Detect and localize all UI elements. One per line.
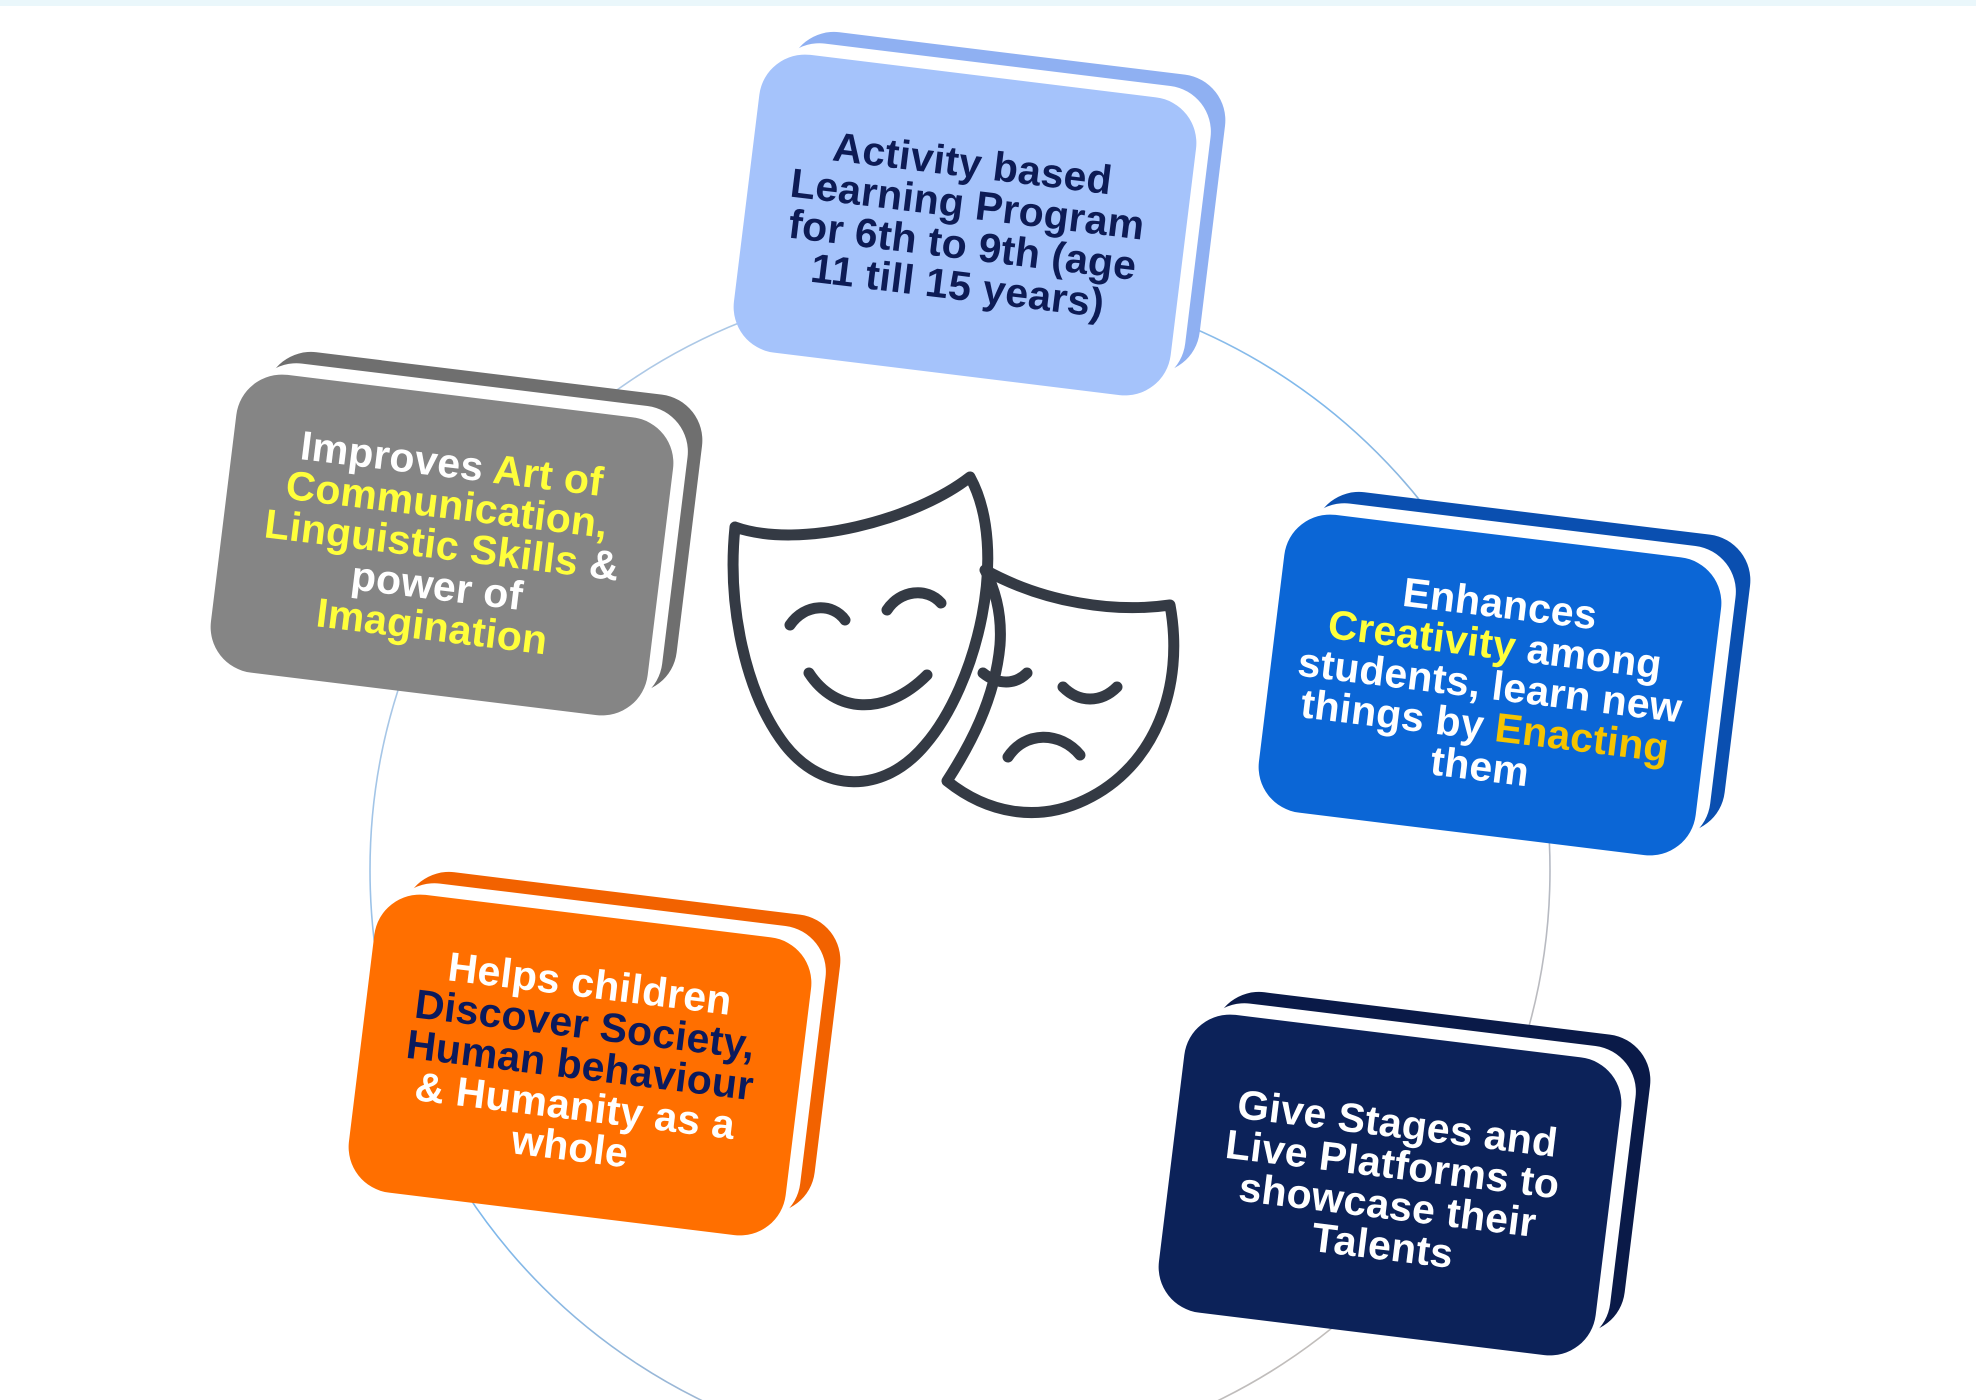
sad-mask-frown [1002, 731, 1086, 763]
happy-mask-right-eye [881, 587, 947, 616]
theater-masks-icon [727, 471, 1180, 819]
card-stages-platforms: Give Stages and Live Platforms to showca… [1153, 986, 1656, 1361]
top-border-strip [0, 0, 1976, 6]
card-text: Helps children Discover Society, Human b… [375, 940, 785, 1191]
card-discover-society: Helps children Discover Society, Human b… [343, 866, 846, 1241]
card-face: Activity based Learning Program for 6th … [728, 49, 1202, 401]
card-art-of-communication: Improves Art of Communication, Linguisti… [205, 346, 708, 721]
card-face: Give Stages and Live Platforms to showca… [1153, 1009, 1627, 1361]
sad-mask-outline [941, 564, 1180, 819]
sad-mask-right-eye [1057, 681, 1123, 705]
card-text-segment: Activity based Learning Program for 6th … [786, 123, 1148, 327]
card-enhances-creativity: Enhances Creativity among students, lear… [1253, 486, 1756, 861]
card-text-segment: Give Stages and Live Platforms to showca… [1222, 1081, 1563, 1278]
sad-mask-left-eye [977, 667, 1033, 688]
card-text: Improves Art of Communication, Linguisti… [237, 420, 647, 671]
happy-mask-outline [727, 471, 994, 788]
happy-mask-left-eye [784, 602, 851, 631]
happy-mask-smile [803, 667, 933, 711]
card-face: Improves Art of Communication, Linguisti… [205, 369, 679, 721]
card-text: Enhances Creativity among students, lear… [1285, 560, 1695, 811]
card-face: Enhances Creativity among students, lear… [1253, 509, 1727, 861]
card-face: Helps children Discover Society, Human b… [343, 889, 817, 1241]
card-activity-learning: Activity based Learning Program for 6th … [728, 26, 1231, 401]
card-text: Give Stages and Live Platforms to showca… [1187, 1080, 1592, 1290]
card-text: Activity based Learning Program for 6th … [762, 120, 1167, 330]
